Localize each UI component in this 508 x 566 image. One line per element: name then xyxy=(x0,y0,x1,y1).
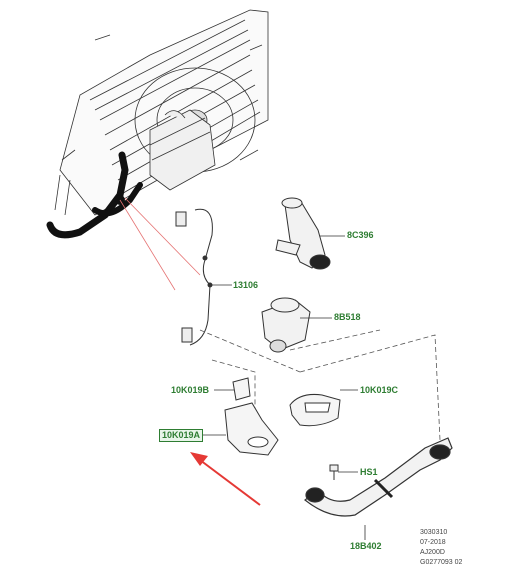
pointer-arrow xyxy=(190,452,261,506)
leader-lines xyxy=(119,197,201,291)
part-label-10k019b[interactable]: 10K019B xyxy=(171,385,210,395)
part-label-8b518[interactable]: 8B518 xyxy=(334,312,361,322)
pump-8b518 xyxy=(261,297,311,353)
reference-code: 3030310 xyxy=(420,529,448,536)
part-label-18b402[interactable]: 18B402 xyxy=(350,541,382,551)
part-label-10k019a[interactable]: 10K019A xyxy=(159,429,204,442)
part-label-hs1[interactable]: HS1 xyxy=(360,467,378,477)
bracket-10k019c xyxy=(289,394,341,427)
part-label-13106[interactable]: 13106 xyxy=(233,280,259,290)
reference-image-code: G0277093 02 xyxy=(420,559,463,566)
reference-model: AJ200D xyxy=(420,549,445,556)
bracket-10k019b xyxy=(232,377,251,401)
label-leaders xyxy=(203,235,366,540)
wiring-harness-13106 xyxy=(175,208,213,346)
bracket-10k019a xyxy=(224,402,279,456)
reference-date: 07-2018 xyxy=(420,539,446,546)
part-label-8c396[interactable]: 8C396 xyxy=(347,230,374,240)
hose-8c396 xyxy=(275,197,331,270)
part-label-10k019c[interactable]: 10K019C xyxy=(360,385,399,395)
radiator-fan-assembly xyxy=(54,9,269,216)
hose-18b402 xyxy=(304,437,453,517)
screw-hs1 xyxy=(329,464,339,480)
